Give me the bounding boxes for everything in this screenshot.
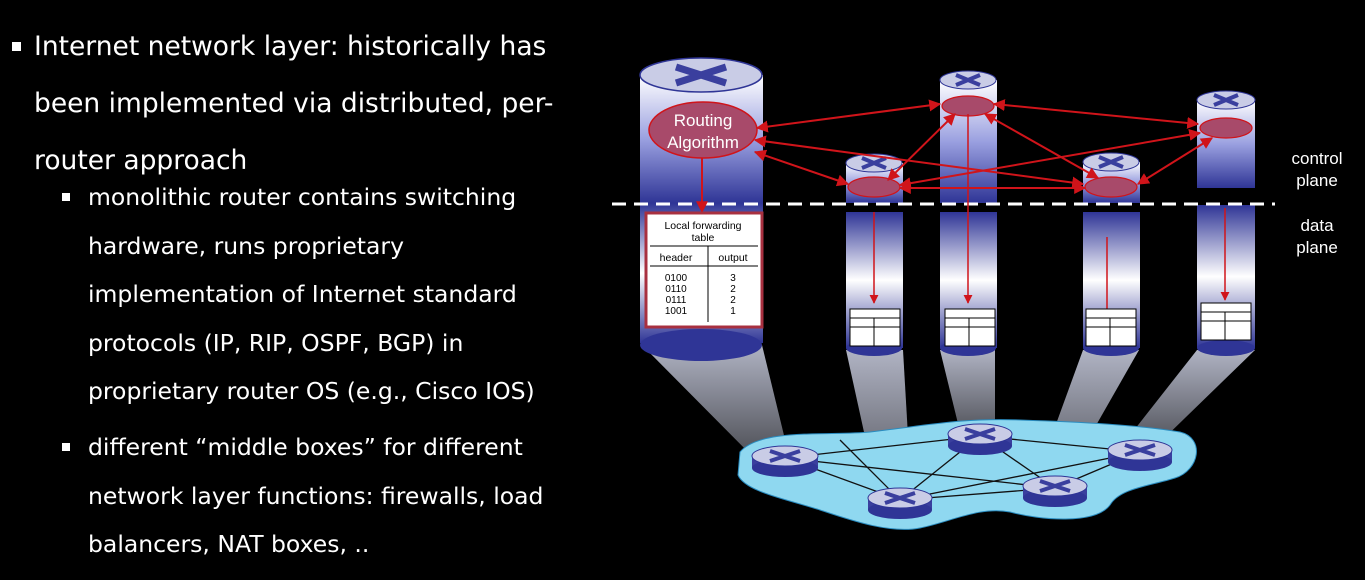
- table-header-col-2: output: [718, 252, 747, 264]
- control-plane-label-2: plane: [1296, 171, 1338, 190]
- network-router-2-icon: [947, 423, 1013, 455]
- network-routers: [751, 423, 1173, 519]
- main-bullet-line-1: Internet network layer: historically has: [34, 31, 547, 62]
- data-plane-label-2: plane: [1296, 238, 1338, 257]
- control-agent-a: [847, 176, 901, 198]
- sub-bullet-1-line-5: proprietary router OS (e.g., Cisco IOS): [88, 377, 535, 405]
- table-cell-output: 1: [730, 306, 736, 317]
- router-cross-icon: [1213, 93, 1239, 107]
- flow-table-a: [849, 308, 901, 347]
- local-forwarding-table: Local forwarding table header output 010…: [644, 211, 764, 329]
- data-arrows: [869, 114, 1230, 341]
- flow-table-c: [1085, 308, 1137, 347]
- data-plane-label-1: data: [1300, 216, 1334, 235]
- router-columns: [845, 70, 1256, 356]
- sub-bullet-2-line-3: balancers, NAT boxes, ..: [88, 530, 370, 558]
- control-agent-d: [1199, 117, 1253, 139]
- bullet-square-icon: [62, 443, 70, 451]
- table-cell-header: 0111: [666, 295, 687, 306]
- sub-bullet-2-line-1: different “middle boxes” for different: [88, 433, 523, 461]
- control-agent-c: [1084, 176, 1138, 198]
- routing-algorithm-line-1: Routing: [674, 111, 733, 130]
- table-cell-header: 1001: [665, 306, 688, 317]
- flow-tables: [849, 302, 1252, 347]
- table-cell-header: 0110: [665, 284, 687, 295]
- control-plane-label-1: control: [1291, 149, 1342, 168]
- table-title-line-1: Local forwarding: [664, 220, 741, 232]
- flow-table-d: [1200, 302, 1252, 341]
- network-router-1-icon: [751, 445, 819, 477]
- routing-algorithm-line-2: Algorithm: [667, 133, 739, 152]
- network-router-3-icon: [867, 487, 933, 519]
- network-diagram: Routing Algorithm Local forwarding table…: [612, 57, 1343, 530]
- control-arrows: [696, 99, 1214, 214]
- sub-bullet-1-line-4: protocols (IP, RIP, OSPF, BGP) in: [88, 328, 464, 357]
- network-router-5-icon: [1107, 439, 1173, 471]
- table-cell-output: 2: [730, 284, 736, 295]
- router-cross-icon: [674, 63, 728, 87]
- bullet-square-icon: [12, 42, 21, 51]
- network-router-4-icon: [1022, 475, 1088, 507]
- control-agent-b: [941, 95, 995, 117]
- main-bullet-line-2: been implemented via distributed, per-: [34, 88, 554, 119]
- sub-bullet-1-line-3: implementation of Internet standard: [88, 280, 517, 308]
- table-cell-header: 0100: [665, 273, 688, 284]
- bullet-list: Internet network layer: historically has…: [0, 0, 600, 580]
- table-title-line-2: table: [692, 232, 715, 244]
- table-header-col-1: header: [660, 252, 693, 264]
- flow-table-b: [944, 308, 996, 347]
- router-cross-icon: [955, 73, 981, 87]
- table-cell-output: 3: [730, 273, 736, 284]
- table-rows: 0100 3 0110 2 0111 2 1001 1: [665, 273, 736, 317]
- sub-bullet-1-line-2: hardware, runs proprietary: [88, 231, 404, 260]
- main-bullet-line-3: router approach: [34, 145, 248, 176]
- sub-bullet-1-line-1: monolithic router contains switching: [88, 183, 517, 211]
- bullet-square-icon: [62, 193, 70, 201]
- table-cell-output: 2: [730, 295, 736, 306]
- sub-bullet-2-line-2: network layer functions: firewalls, load: [88, 481, 544, 510]
